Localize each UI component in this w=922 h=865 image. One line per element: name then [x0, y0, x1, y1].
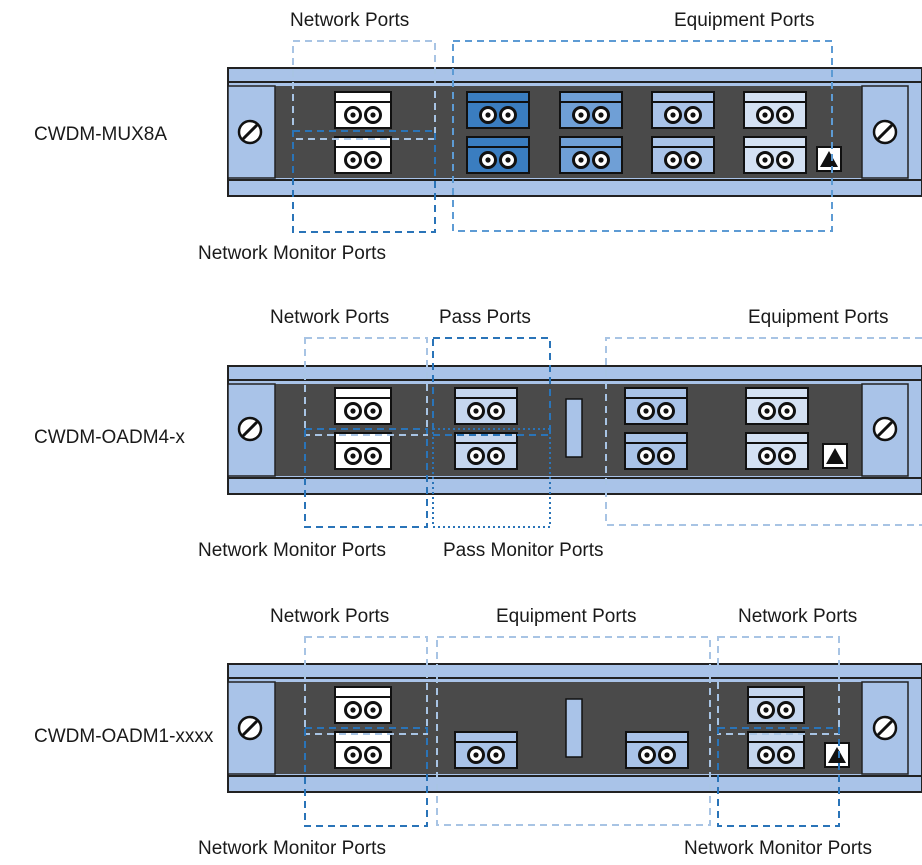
label-slot: [565, 698, 583, 758]
port-duplex-equipment: [745, 432, 809, 470]
network-monitor-ports-left-label: Network Monitor Ports: [198, 838, 386, 859]
network-ports-label: Network Ports: [270, 307, 389, 328]
equipment-ports-label: Equipment Ports: [496, 606, 636, 627]
laser-warning-icon: [824, 742, 850, 768]
network-monitor-ports-left-outline: [304, 727, 428, 827]
pass-monitor-ports-label: Pass Monitor Ports: [443, 540, 604, 561]
network-monitor-ports-label: Network Monitor Ports: [198, 540, 386, 561]
network-ports-outline: [304, 337, 428, 436]
port-duplex-equipment: [625, 731, 689, 769]
screw-icon: [237, 715, 263, 741]
port-duplex-equipment: [624, 387, 688, 425]
port-duplex-network: [334, 686, 392, 724]
port-duplex-network: [334, 387, 392, 425]
port-duplex-network: [334, 432, 392, 470]
network-monitor-ports-outline: [304, 428, 428, 528]
screw-icon: [237, 416, 263, 442]
panel-cwdm-oadm1: CWDM-OADM1-xxxx Network Ports Equipment …: [34, 606, 922, 859]
port-duplex-network: [334, 136, 392, 174]
laser-warning-icon: [822, 443, 848, 469]
screw-icon: [872, 715, 898, 741]
equipment-ports-outline: [452, 40, 833, 232]
network-monitor-ports-label: Network Monitor Ports: [198, 243, 386, 264]
panel-cwdm-mux8a: CWDM-MUX8A: [34, 10, 922, 264]
pass-ports-label: Pass Ports: [439, 307, 531, 328]
port-duplex-equipment: [559, 91, 623, 129]
port-duplex-network: [747, 686, 805, 724]
port-duplex-pass: [454, 387, 518, 425]
right-ear: [861, 681, 909, 775]
panel-cwdm-oadm4: CWDM-OADM4-x Network Ports Pass Ports Eq…: [34, 307, 922, 561]
port-duplex-network: [334, 91, 392, 129]
port-duplex-network: [747, 731, 805, 769]
port-duplex-equipment: [743, 91, 807, 129]
screw-icon: [237, 119, 263, 145]
equipment-ports-outline: [436, 636, 711, 826]
port-duplex-equipment: [466, 136, 530, 174]
network-ports-label: Network Ports: [290, 10, 409, 31]
model-label: CWDM-OADM4-x: [34, 427, 185, 448]
port-duplex-equipment: [624, 432, 688, 470]
network-ports-left-label: Network Ports: [270, 606, 389, 627]
port-duplex-equipment: [651, 136, 715, 174]
network-ports-right-outline: [717, 636, 840, 735]
port-duplex-pass: [454, 432, 518, 470]
label-slot: [565, 398, 583, 458]
model-label: CWDM-OADM1-xxxx: [34, 726, 214, 747]
laser-warning-icon: [816, 146, 842, 172]
port-duplex-equipment: [745, 387, 809, 425]
equipment-ports-outline: [605, 337, 922, 526]
port-duplex-equipment: [466, 91, 530, 129]
screw-icon: [872, 119, 898, 145]
equipment-ports-label: Equipment Ports: [674, 10, 814, 31]
screw-icon: [872, 416, 898, 442]
port-duplex-network: [334, 731, 392, 769]
model-label: CWDM-MUX8A: [34, 124, 167, 145]
network-monitor-ports-right-label: Network Monitor Ports: [684, 838, 872, 859]
pass-monitor-ports-outline: [432, 428, 551, 528]
port-duplex-equipment: [743, 136, 807, 174]
network-ports-right-label: Network Ports: [738, 606, 857, 627]
network-monitor-ports-right-outline: [717, 727, 840, 827]
network-ports-left-outline: [304, 636, 428, 735]
port-duplex-equipment: [651, 91, 715, 129]
network-monitor-ports-outline: [292, 130, 436, 233]
port-duplex-equipment: [454, 731, 518, 769]
equipment-ports-label: Equipment Ports: [748, 307, 888, 328]
port-duplex-equipment: [559, 136, 623, 174]
